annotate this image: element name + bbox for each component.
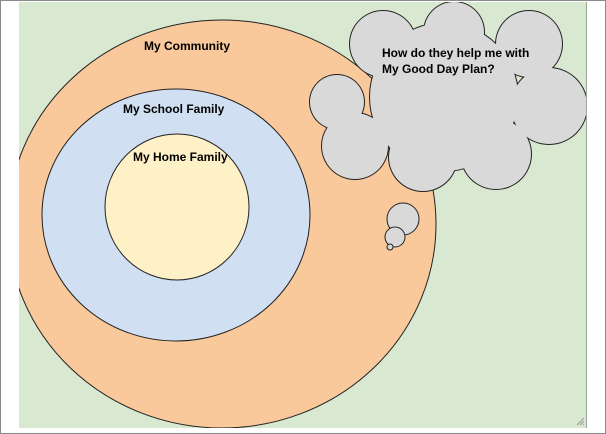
thought-bubble-text: How do they help me with My Good Day Pla… [382,45,529,77]
thought-bubble-line-1: How do they help me with [382,46,530,60]
school-family-label: My School Family [123,102,225,116]
home-family-label: My Home Family [133,150,228,164]
thought-bubble-line-2: My Good Day Plan? [382,62,495,76]
thought-bubble-cloud[interactable] [309,2,587,251]
canvas-right-edge [586,2,587,428]
community-label: My Community [144,39,231,53]
diagram-shapes [19,2,587,428]
diagram-canvas: My Community My School Family My Home Fa… [19,2,587,428]
resize-grip-icon[interactable] [575,416,585,426]
thought-bubble-dot-small [386,243,394,251]
home-family-circle[interactable] [104,133,250,281]
thought-bubble-dot-medium [384,226,406,248]
